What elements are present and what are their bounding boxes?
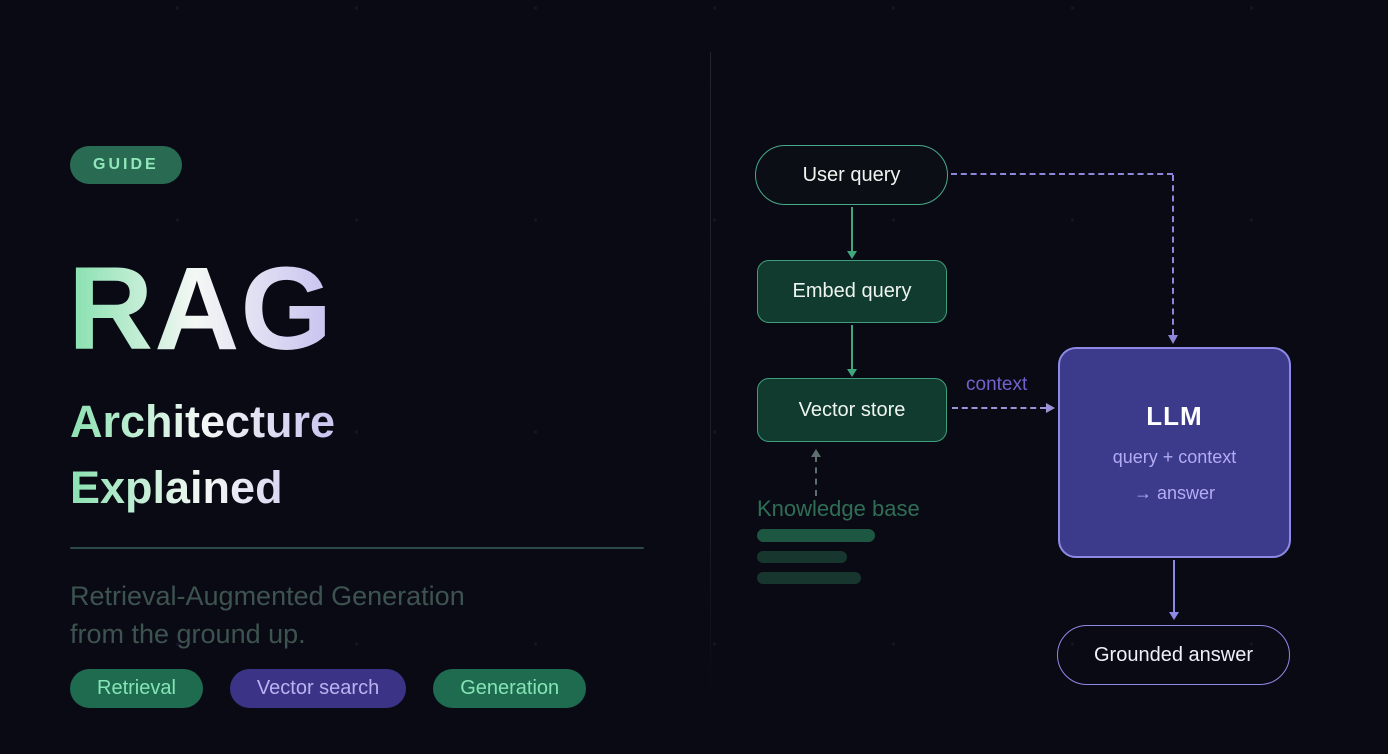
llm-subtext-2: → answer (1133, 483, 1216, 503)
arrowhead-up-icon (811, 449, 821, 457)
section-divider (710, 52, 711, 700)
dashed-line-user-to-llm-vertical (1172, 175, 1174, 335)
node-user-query: User query (755, 145, 948, 205)
node-grounded-answer: Grounded answer (1057, 625, 1290, 685)
page-subtitle: Architecture Explained (70, 389, 335, 521)
arrowhead-down-icon (1168, 335, 1178, 344)
arrowhead-right-icon (1046, 403, 1055, 413)
knowledge-base-bar (757, 572, 861, 584)
context-edge-label: context (966, 374, 1028, 395)
arrow-embed-to-vector (847, 325, 857, 377)
node-embed-query: Embed query (757, 260, 947, 323)
dashed-line-user-to-llm-horizontal (951, 173, 1173, 175)
node-vector-store: Vector store (757, 378, 947, 442)
knowledge-base-label: Knowledge base (757, 496, 920, 521)
tag-vector-search: Vector search (229, 669, 407, 708)
arrow-llm-to-answer (1169, 560, 1179, 620)
node-llm: LLM query + context → answer (1058, 347, 1291, 558)
knowledge-base-bar (757, 529, 875, 542)
dashed-line-kb-to-vector (815, 456, 817, 496)
description-line-2: from the ground up. (70, 619, 306, 650)
subtitle-line-2: Explained (70, 455, 335, 521)
arrow-user-to-embed (847, 207, 857, 259)
horizontal-divider (70, 547, 644, 549)
dashed-line-context (952, 407, 1046, 409)
llm-subtext-1: query + context (1112, 447, 1237, 467)
description-text: Retrieval-Augmented Generation from the … (70, 577, 465, 654)
guide-badge: GUIDE (70, 146, 182, 184)
description-line-1: Retrieval-Augmented Generation (70, 581, 465, 611)
tag-generation: Generation (433, 669, 587, 708)
subtitle-line-1: Architecture (70, 389, 335, 455)
knowledge-base-bar (757, 551, 847, 563)
tag-retrieval: Retrieval (70, 669, 203, 708)
page-title: RAG (68, 243, 334, 375)
topic-tags: Retrieval Vector search Generation (70, 669, 587, 708)
llm-title: LLM (1146, 401, 1203, 431)
